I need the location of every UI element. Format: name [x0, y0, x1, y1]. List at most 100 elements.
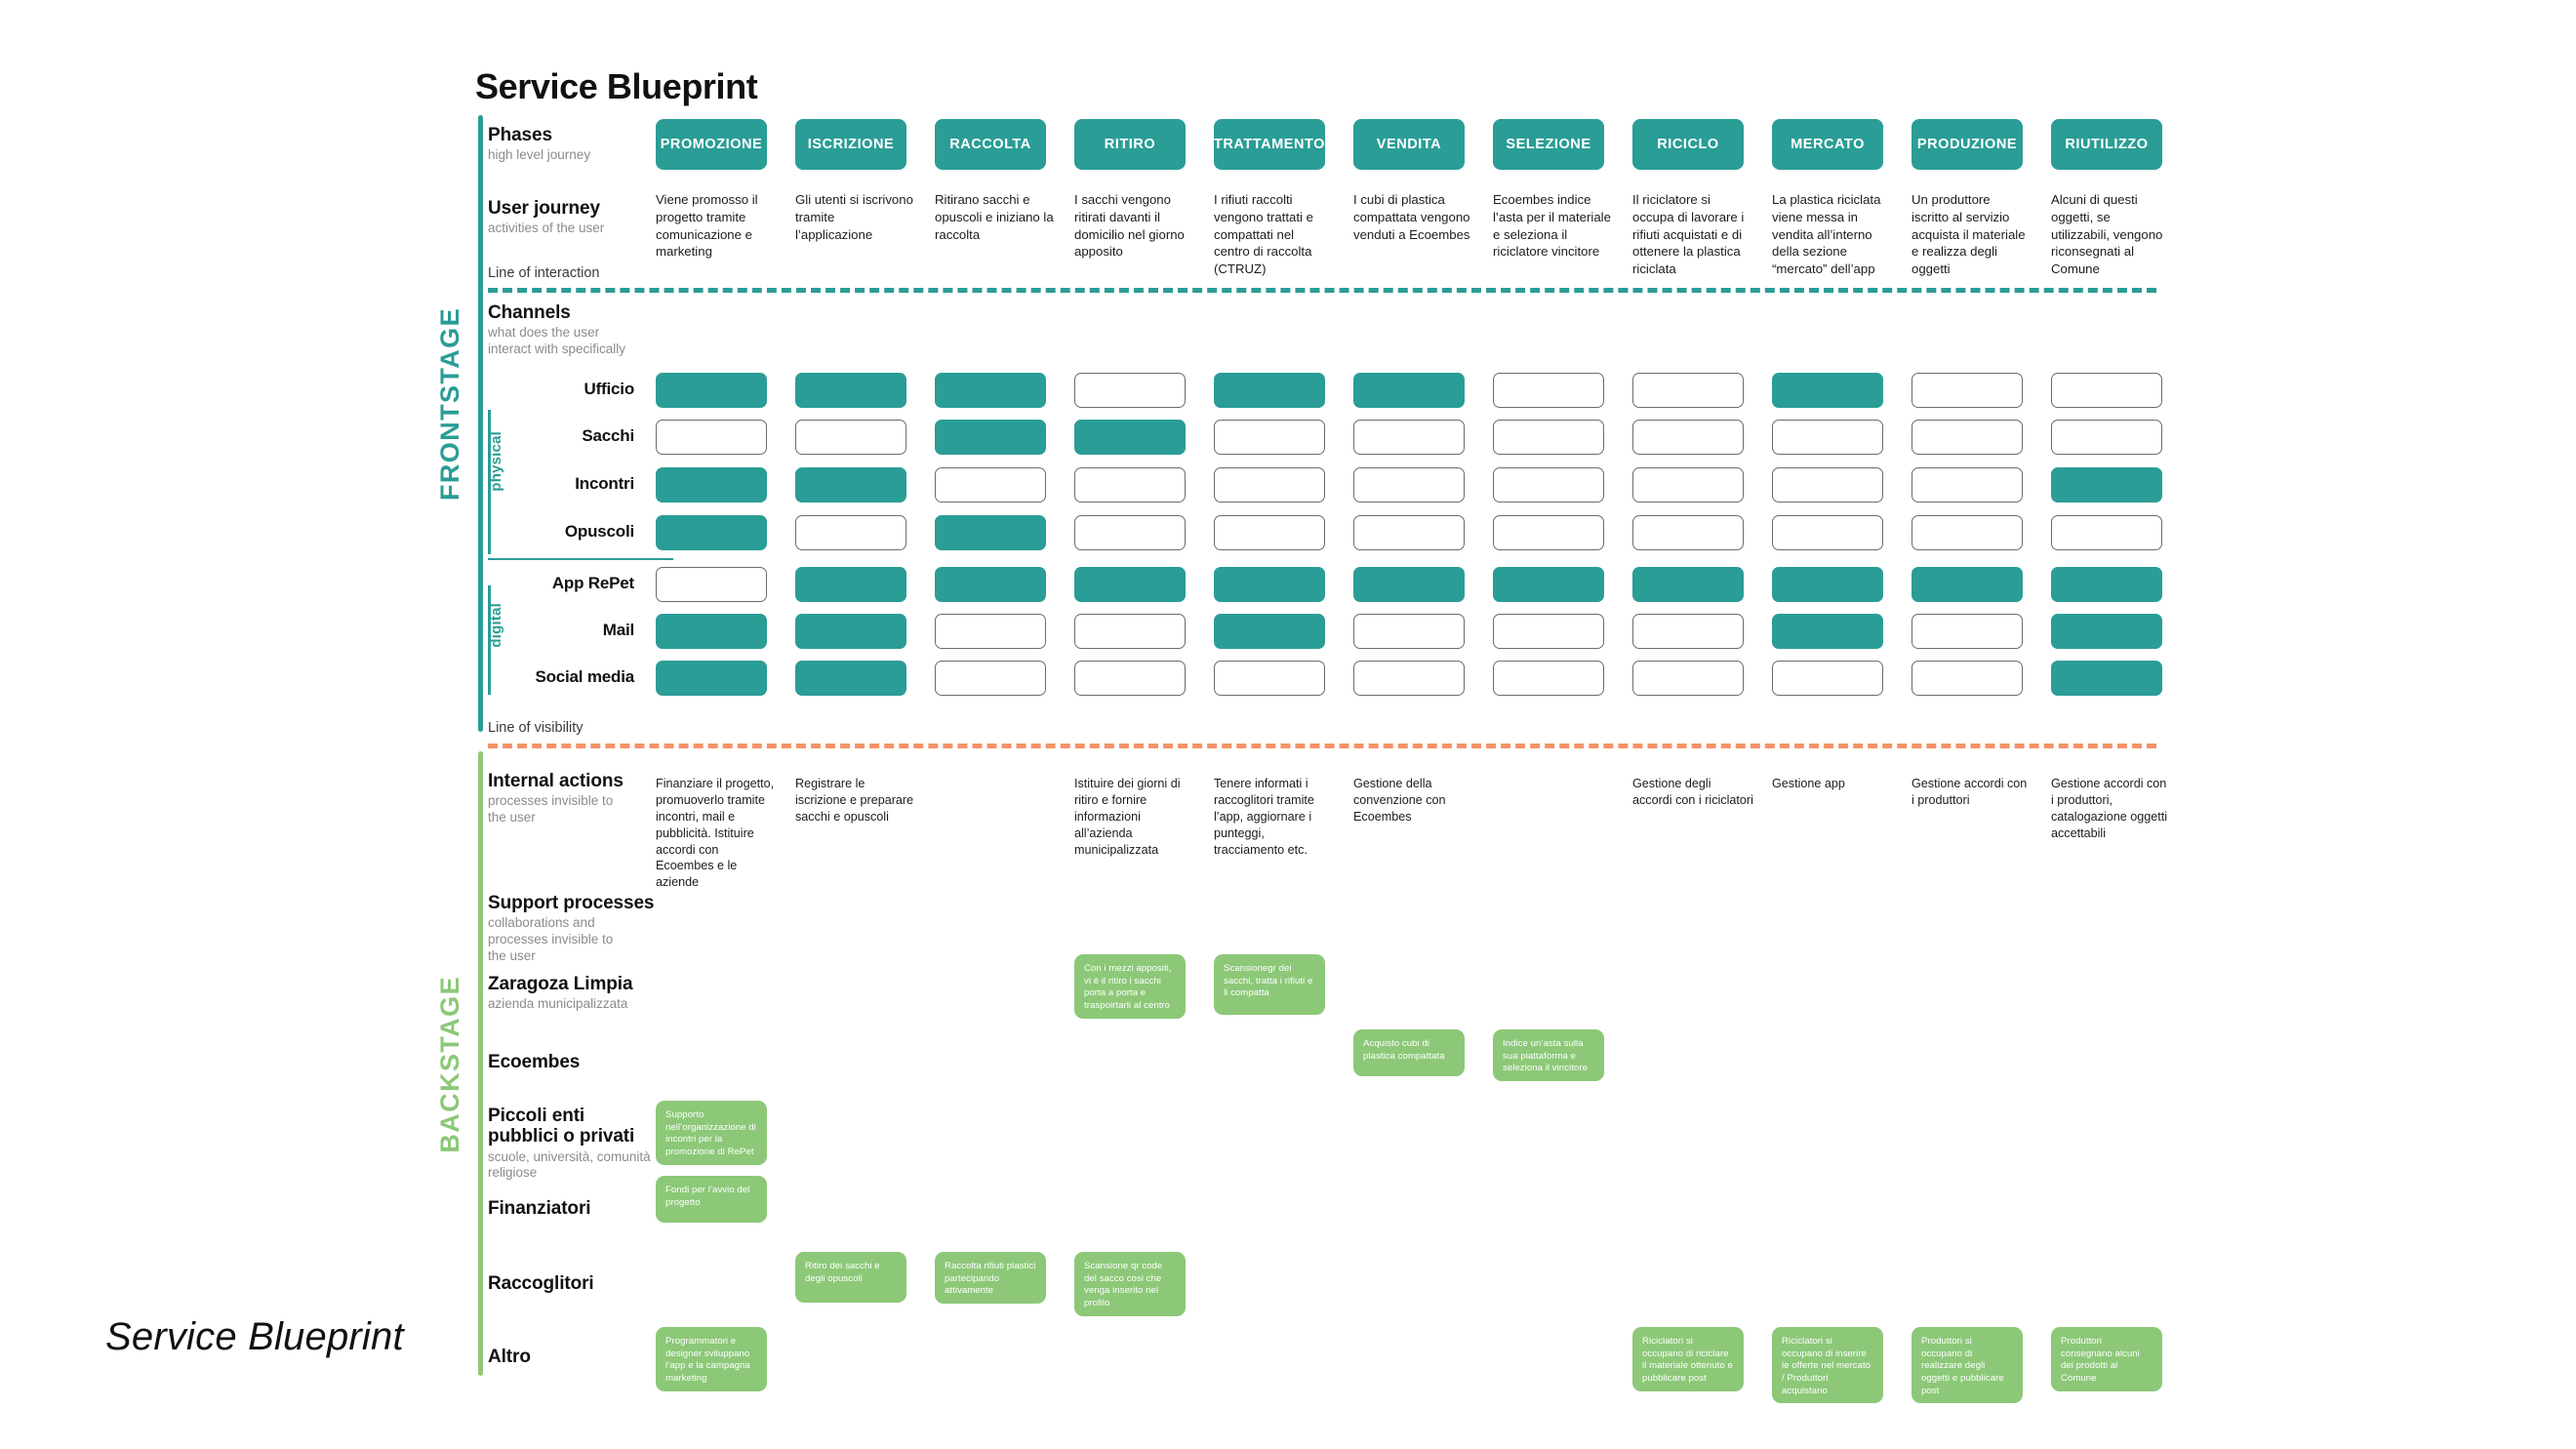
phase-chip-riutilizzo[interactable]: RIUTILIZZO: [2051, 119, 2162, 170]
support-box-raccoglitori-col4[interactable]: Scansione qr code del sacco cosi che ven…: [1074, 1252, 1186, 1316]
channel-cell-mail-9[interactable]: [1772, 614, 1883, 649]
channel-cell-social-media-9[interactable]: [1772, 661, 1883, 696]
channel-cell-app-repet-3[interactable]: [935, 567, 1046, 602]
channel-cell-opuscoli-3[interactable]: [935, 515, 1046, 550]
channel-cell-mail-6[interactable]: [1353, 614, 1465, 649]
channel-cell-social-media-2[interactable]: [795, 661, 906, 696]
channel-cell-opuscoli-11[interactable]: [2051, 515, 2162, 550]
channel-cell-sacchi-2[interactable]: [795, 420, 906, 455]
channel-cell-ufficio-3[interactable]: [935, 373, 1046, 408]
channel-cell-app-repet-1[interactable]: [656, 567, 767, 602]
channel-cell-social-media-5[interactable]: [1214, 661, 1325, 696]
channel-cell-incontri-4[interactable]: [1074, 467, 1186, 503]
support-box-piccoli-enti-col1[interactable]: Supporto nell’organizzazione di incontri…: [656, 1101, 767, 1165]
channel-cell-incontri-9[interactable]: [1772, 467, 1883, 503]
channel-cell-opuscoli-9[interactable]: [1772, 515, 1883, 550]
channel-cell-incontri-8[interactable]: [1632, 467, 1744, 503]
channel-cell-opuscoli-5[interactable]: [1214, 515, 1325, 550]
channel-cell-ufficio-5[interactable]: [1214, 373, 1325, 408]
channel-cell-incontri-6[interactable]: [1353, 467, 1465, 503]
channel-cell-sacchi-8[interactable]: [1632, 420, 1744, 455]
channel-cell-app-repet-2[interactable]: [795, 567, 906, 602]
channel-cell-incontri-10[interactable]: [1912, 467, 2023, 503]
channel-cell-incontri-7[interactable]: [1493, 467, 1604, 503]
channel-cell-opuscoli-1[interactable]: [656, 515, 767, 550]
phase-chip-produzione[interactable]: PRODUZIONE: [1912, 119, 2023, 170]
channel-cell-sacchi-7[interactable]: [1493, 420, 1604, 455]
support-box-ecoembes-col6[interactable]: Acquisto cubi di plastica compattata: [1353, 1029, 1465, 1076]
phase-chip-promozione[interactable]: PROMOZIONE: [656, 119, 767, 170]
phase-chip-mercato[interactable]: MERCATO: [1772, 119, 1883, 170]
channel-cell-social-media-1[interactable]: [656, 661, 767, 696]
channel-cell-social-media-10[interactable]: [1912, 661, 2023, 696]
channel-cell-social-media-6[interactable]: [1353, 661, 1465, 696]
channel-cell-incontri-1[interactable]: [656, 467, 767, 503]
channel-cell-mail-2[interactable]: [795, 614, 906, 649]
support-box-zaragoza-col4[interactable]: Con i mezzi appositi, vi è il ritiro i s…: [1074, 954, 1186, 1019]
channel-cell-sacchi-4[interactable]: [1074, 420, 1186, 455]
channel-cell-app-repet-10[interactable]: [1912, 567, 2023, 602]
support-box-zaragoza-col5[interactable]: Scansionegr dei sacchi, tratta i rifiuti…: [1214, 954, 1325, 1015]
channel-cell-ufficio-8[interactable]: [1632, 373, 1744, 408]
phase-chip-riciclo[interactable]: RICICLO: [1632, 119, 1744, 170]
channel-cell-incontri-2[interactable]: [795, 467, 906, 503]
support-box-altro-col11[interactable]: Produttori consegnano alcuni dei prodott…: [2051, 1327, 2162, 1391]
channel-cell-sacchi-11[interactable]: [2051, 420, 2162, 455]
channel-cell-ufficio-11[interactable]: [2051, 373, 2162, 408]
channel-cell-incontri-11[interactable]: [2051, 467, 2162, 503]
channel-cell-ufficio-10[interactable]: [1912, 373, 2023, 408]
phase-chip-selezione[interactable]: SELEZIONE: [1493, 119, 1604, 170]
support-box-altro-col10[interactable]: Produttori si occupano di realizzare deg…: [1912, 1327, 2023, 1404]
phase-chip-iscrizione[interactable]: ISCRIZIONE: [795, 119, 906, 170]
channel-cell-sacchi-3[interactable]: [935, 420, 1046, 455]
support-box-ecoembes-col7[interactable]: Indice un’asta sulla sua piattaforma e s…: [1493, 1029, 1604, 1081]
channel-cell-social-media-8[interactable]: [1632, 661, 1744, 696]
channel-cell-social-media-4[interactable]: [1074, 661, 1186, 696]
channel-cell-app-repet-9[interactable]: [1772, 567, 1883, 602]
channel-cell-opuscoli-4[interactable]: [1074, 515, 1186, 550]
channel-cell-opuscoli-6[interactable]: [1353, 515, 1465, 550]
phase-chip-trattamento[interactable]: TRATTAMENTO: [1214, 119, 1325, 170]
channel-cell-mail-7[interactable]: [1493, 614, 1604, 649]
channel-cell-mail-1[interactable]: [656, 614, 767, 649]
channel-cell-mail-5[interactable]: [1214, 614, 1325, 649]
channel-cell-social-media-3[interactable]: [935, 661, 1046, 696]
channel-cell-ufficio-9[interactable]: [1772, 373, 1883, 408]
support-box-altro-col1[interactable]: Programmatori e designer sviluppano l’ap…: [656, 1327, 767, 1391]
phase-chip-vendita[interactable]: VENDITA: [1353, 119, 1465, 170]
channel-cell-sacchi-9[interactable]: [1772, 420, 1883, 455]
channel-cell-mail-3[interactable]: [935, 614, 1046, 649]
channel-cell-sacchi-5[interactable]: [1214, 420, 1325, 455]
channel-cell-sacchi-6[interactable]: [1353, 420, 1465, 455]
channel-cell-incontri-5[interactable]: [1214, 467, 1325, 503]
support-box-finanziatori-col1[interactable]: Fondi per l’avvio del progetto: [656, 1176, 767, 1223]
support-box-raccoglitori-col2[interactable]: Ritiro dei sacchi e degli opuscoli: [795, 1252, 906, 1303]
channel-cell-ufficio-2[interactable]: [795, 373, 906, 408]
channel-cell-ufficio-7[interactable]: [1493, 373, 1604, 408]
channel-cell-mail-8[interactable]: [1632, 614, 1744, 649]
channel-cell-app-repet-5[interactable]: [1214, 567, 1325, 602]
channel-cell-incontri-3[interactable]: [935, 467, 1046, 503]
phase-chip-ritiro[interactable]: RITIRO: [1074, 119, 1186, 170]
channel-cell-ufficio-4[interactable]: [1074, 373, 1186, 408]
channel-cell-app-repet-7[interactable]: [1493, 567, 1604, 602]
channel-cell-app-repet-11[interactable]: [2051, 567, 2162, 602]
channel-cell-sacchi-10[interactable]: [1912, 420, 2023, 455]
channel-cell-social-media-7[interactable]: [1493, 661, 1604, 696]
channel-cell-social-media-11[interactable]: [2051, 661, 2162, 696]
channel-cell-opuscoli-8[interactable]: [1632, 515, 1744, 550]
channel-cell-ufficio-1[interactable]: [656, 373, 767, 408]
channel-cell-mail-10[interactable]: [1912, 614, 2023, 649]
channel-cell-app-repet-8[interactable]: [1632, 567, 1744, 602]
support-box-altro-col8[interactable]: Riciclatori si occupano di riciclare il …: [1632, 1327, 1744, 1391]
channel-cell-app-repet-4[interactable]: [1074, 567, 1186, 602]
channel-cell-ufficio-6[interactable]: [1353, 373, 1465, 408]
phase-chip-raccolta[interactable]: RACCOLTA: [935, 119, 1046, 170]
channel-cell-opuscoli-2[interactable]: [795, 515, 906, 550]
channel-cell-sacchi-1[interactable]: [656, 420, 767, 455]
channel-cell-app-repet-6[interactable]: [1353, 567, 1465, 602]
channel-cell-mail-11[interactable]: [2051, 614, 2162, 649]
support-box-altro-col9[interactable]: Riciclatori si occupano di inserire le o…: [1772, 1327, 1883, 1404]
support-box-raccoglitori-col3[interactable]: Raccolta rifiuti plastici partecipando a…: [935, 1252, 1046, 1304]
channel-cell-opuscoli-7[interactable]: [1493, 515, 1604, 550]
